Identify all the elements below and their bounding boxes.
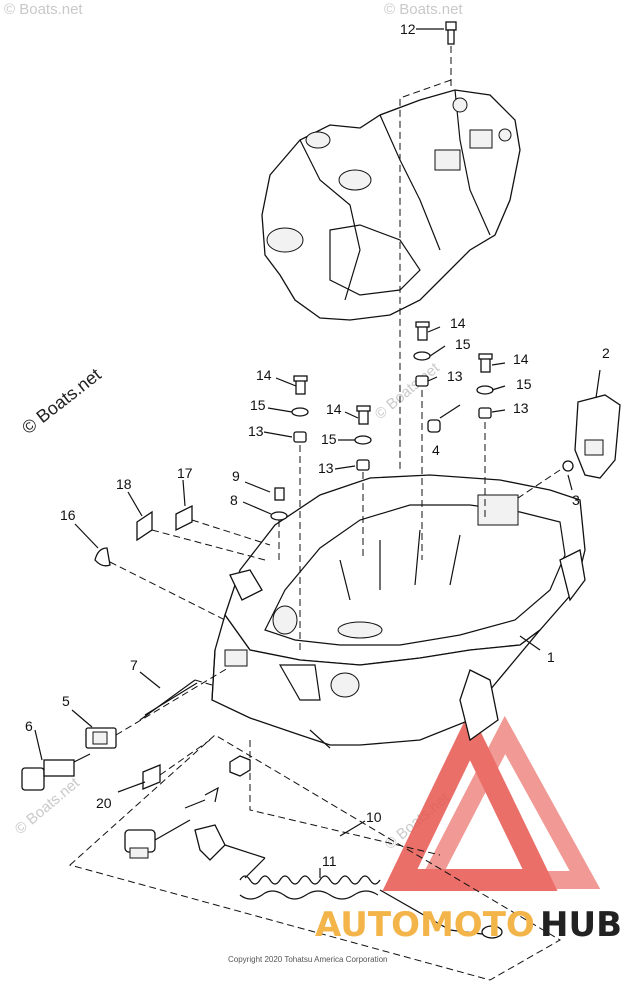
lanyard-group-outline [68, 734, 561, 981]
bolt-stack-left [291, 375, 309, 443]
callout-18: 18 [116, 476, 132, 492]
callout-15-b: 15 [321, 431, 337, 447]
brand-automoto: AUTOMOTO [315, 905, 535, 945]
nut-and-terminal [184, 755, 251, 809]
callout-3: 3 [572, 492, 580, 508]
part-3-nut [562, 460, 574, 472]
callout-17: 17 [177, 465, 193, 481]
watermark-top-center: © Boats.net [384, 1, 463, 18]
callout-14-a: 14 [256, 367, 272, 383]
callout-13-a: 13 [248, 423, 264, 439]
logo-triangle-inner [415, 715, 601, 889]
part-1-bottom-cowl [211, 474, 586, 749]
leader-lines [34, 28, 573, 878]
callout-9: 9 [232, 468, 240, 484]
bolt-stack-upper-right [413, 321, 431, 387]
part-20-label [142, 764, 161, 790]
copyright-text: Copyright 2020 Tohatsu America Corporati… [228, 955, 388, 964]
watermark-top-left: © Boats.net [4, 1, 83, 18]
clip [194, 824, 226, 861]
callout-7: 7 [130, 657, 138, 673]
callout-14-d: 14 [513, 351, 529, 367]
brand-hub: HUB [540, 905, 622, 945]
bolt-stack-mid [354, 405, 372, 471]
part-16-clip [94, 547, 111, 567]
callout-2: 2 [602, 345, 610, 361]
callout-4: 4 [432, 442, 440, 458]
callout-5: 5 [62, 693, 70, 709]
part-18-label [136, 510, 153, 542]
callout-1: 1 [547, 649, 555, 665]
part-10-kill-switch [124, 819, 191, 859]
callout-14-b: 14 [326, 401, 342, 417]
part-4-grommet [427, 419, 441, 433]
part-12-bolt [445, 21, 457, 45]
watermark-main: © Boats.net [18, 364, 105, 438]
callout-20: 20 [96, 795, 112, 811]
callout-6: 6 [25, 718, 33, 734]
part-9-8-bolt-washer [270, 487, 288, 521]
callout-15-a: 15 [250, 397, 266, 413]
part-6-stop-switch [21, 753, 91, 791]
part-17-label [175, 504, 193, 532]
callout-13-d: 13 [513, 400, 529, 416]
callout-8: 8 [230, 492, 238, 508]
callout-10: 10 [366, 809, 382, 825]
callout-15-d: 15 [516, 376, 532, 392]
callout-15-c: 15 [455, 336, 471, 352]
callout-12: 12 [400, 21, 416, 37]
callout-14-c: 14 [450, 315, 466, 331]
callout-13-c: 13 [447, 368, 463, 384]
part-7-cable [139, 679, 196, 721]
brand-text: AUTOMOTO HUB [315, 905, 622, 945]
callout-11: 11 [322, 853, 337, 869]
callout-16: 16 [60, 507, 76, 523]
bolt-stack-right [476, 353, 494, 419]
part-11-lanyard-coil [239, 857, 503, 939]
callout-13-b: 13 [318, 460, 334, 476]
watermark-mid: © Boats.net [372, 359, 444, 423]
part-2-bracket [574, 394, 621, 479]
callout-labels: 12 14 15 13 14 15 13 14 15 13 4 14 15 13… [25, 21, 610, 869]
engine-powerhead [261, 89, 521, 321]
brand-logo [382, 709, 601, 891]
